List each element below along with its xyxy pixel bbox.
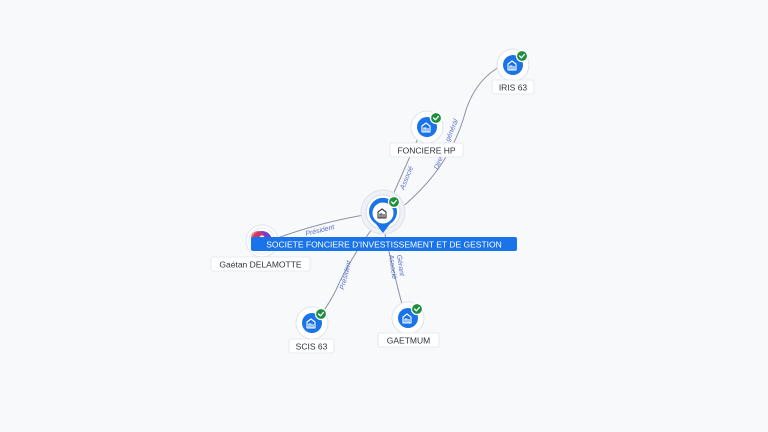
check-icon [317, 311, 325, 317]
node-label-iris63: IRIS 63 [499, 83, 528, 93]
verified-badge [515, 49, 529, 63]
main-node-label-bg [251, 237, 517, 251]
edge-label-gaetmum-2: Associé [387, 253, 397, 279]
edge-main-iris63 [395, 61, 511, 213]
building-icon [421, 122, 431, 133]
node-label-fonciere-hp: FONCIERE HP [397, 146, 455, 156]
check-icon [432, 115, 440, 121]
edge-main-gaetan [271, 213, 371, 241]
verified-badge [387, 195, 401, 209]
edge-label-gaetmum-1: Gérant [395, 254, 405, 277]
check-icon [518, 53, 526, 59]
node-label-gaetmum: GAETMUM [387, 336, 430, 346]
node-fonciere-hp[interactable]: FONCIERE HP [389, 110, 464, 158]
building-icon [377, 208, 387, 219]
node-label-scis63: SCIS 63 [296, 342, 328, 352]
node-iris63[interactable]: IRIS 63 [491, 48, 535, 95]
building-icon [306, 318, 316, 329]
main-node[interactable]: SOCIETE FONCIERE D'INVESTISSEMENT ET DE … [251, 189, 517, 251]
edge-label-gaetan: Président [305, 224, 336, 238]
verified-badge [410, 302, 424, 316]
check-icon [413, 306, 421, 312]
node-gaetmum[interactable]: GAETMUM [377, 301, 440, 348]
edge-label-foncierehp: Associé [399, 165, 415, 191]
verified-badge [429, 111, 443, 125]
building-icon [402, 313, 412, 324]
building-icon [507, 60, 517, 71]
node-scis63[interactable]: SCIS 63 [288, 306, 335, 354]
node-label-gaetan: Gaétan DELAMOTTE [219, 260, 302, 270]
check-icon [390, 199, 398, 205]
main-node-label: SOCIETE FONCIERE D'INVESTISSEMENT ET DE … [266, 240, 502, 250]
verified-badge [314, 307, 328, 321]
edge-label-scis63: Président [339, 259, 353, 290]
